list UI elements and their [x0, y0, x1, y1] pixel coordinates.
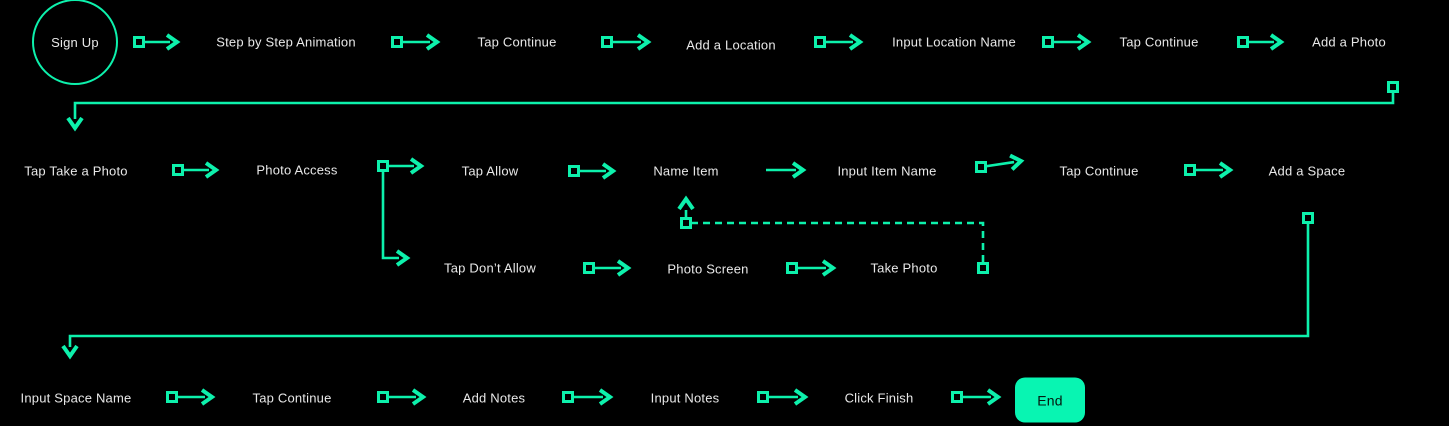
node-input-item-name[interactable]: Input Item Name: [837, 163, 937, 179]
connector-line: [73, 91, 1395, 119]
connector-dot-icon: [951, 391, 963, 403]
arrowhead-icon: [601, 162, 617, 180]
flow-arrow-add-a-location-to-input-location-name: [814, 33, 864, 51]
connector-dot-icon: [814, 36, 826, 48]
arrowhead-icon: [986, 388, 1002, 406]
node-tap-continue-4[interactable]: Tap Continue: [252, 390, 332, 406]
flow-arrow-name-item-to-input-item-name: [766, 161, 807, 179]
node-tap-continue-3[interactable]: Tap Continue: [1059, 163, 1139, 179]
node-photo-access[interactable]: Photo Access: [256, 162, 338, 178]
node-add-a-location[interactable]: Add a Location: [686, 37, 776, 53]
flow-arrow-tap-take-a-photo-to-photo-access: [172, 161, 220, 179]
arrowhead-icon: [425, 33, 441, 51]
flow-arrow-input-location-name-to-tap-continue-2: [1042, 33, 1092, 51]
flow-arrow-input-notes-to-click-finish: [757, 388, 809, 406]
connector-dot-icon: [977, 262, 989, 274]
node-photo-screen[interactable]: Photo Screen: [667, 261, 749, 277]
flow-arrow-add-notes-to-input-notes: [562, 388, 614, 406]
flow-connector-add-a-space-to-input-space-name: [61, 212, 1314, 360]
node-input-location-name[interactable]: Input Location Name: [892, 34, 1016, 50]
arrowhead-icon: [821, 259, 837, 277]
node-add-a-photo[interactable]: Add a Photo: [1312, 34, 1386, 50]
node-input-notes[interactable]: Input Notes: [650, 390, 720, 406]
arrowhead-icon: [1076, 33, 1092, 51]
node-tap-dont-allow[interactable]: Tap Don’t Allow: [444, 260, 536, 276]
flow-arrow-sign-up-to-step-by-step-animation: [133, 33, 181, 51]
flow-connector-take-photo-back-to-name-item: [677, 195, 989, 274]
connector-dot-icon: [133, 36, 145, 48]
connector-dot-icon: [1042, 36, 1054, 48]
flow-arrow-tap-continue-4-to-add-notes: [377, 388, 427, 406]
node-take-photo[interactable]: Take Photo: [870, 260, 938, 276]
arrowhead-icon: [677, 195, 695, 211]
arrowhead-icon: [165, 33, 181, 51]
node-add-notes[interactable]: Add Notes: [462, 390, 526, 406]
connector-dot-icon: [680, 217, 692, 229]
flow-arrow-input-space-name-to-tap-continue-4: [166, 388, 216, 406]
arrowhead-icon: [791, 161, 807, 179]
connector-dot-icon: [601, 36, 613, 48]
flow-arrow-photo-access-to-tap-allow: [377, 157, 425, 175]
arrowhead-icon: [409, 157, 425, 175]
flow-arrow-tap-continue-3-to-add-a-space: [1184, 161, 1234, 179]
node-add-a-space[interactable]: Add a Space: [1268, 163, 1346, 179]
arrowhead-icon: [411, 388, 427, 406]
connector-dot-icon: [757, 391, 769, 403]
connector-dot-icon: [1237, 36, 1249, 48]
node-tap-allow[interactable]: Tap Allow: [461, 163, 519, 179]
arrowhead-icon: [1218, 161, 1234, 179]
connector-dot-icon: [377, 160, 389, 172]
flow-arrow-input-item-name-to-tap-continue-3: [975, 153, 1025, 173]
connector-dot-icon: [172, 164, 184, 176]
node-sign-up[interactable]: Sign Up: [32, 0, 118, 85]
flow-arrow-photo-screen-to-take-photo: [786, 259, 837, 277]
flow-arrow-step-by-step-animation-to-tap-continue-1: [391, 33, 441, 51]
node-step-by-step-animation[interactable]: Step by Step Animation: [216, 34, 356, 50]
node-input-space-name[interactable]: Input Space Name: [20, 390, 132, 406]
flow-connector-photo-access-to-tap-dont-allow: [381, 170, 411, 267]
connector-dot-icon: [391, 36, 403, 48]
node-name-item[interactable]: Name Item: [653, 163, 719, 179]
connector-dot-icon: [377, 391, 389, 403]
arrowhead-icon: [616, 259, 632, 277]
connector-line: [68, 222, 1310, 347]
connector-dot-icon: [568, 165, 580, 177]
connector-dot-icon: [562, 391, 574, 403]
arrowhead-icon: [66, 116, 84, 132]
node-tap-continue-2[interactable]: Tap Continue: [1119, 34, 1199, 50]
arrowhead-icon: [793, 388, 809, 406]
arrowhead-icon: [598, 388, 614, 406]
connector-dot-icon: [583, 262, 595, 274]
flow-arrow-click-finish-to-end: [951, 388, 1002, 406]
connector-dot-icon: [975, 161, 987, 173]
flow-arrow-tap-continue-2-to-add-a-photo: [1237, 33, 1285, 51]
arrowhead-icon: [1269, 33, 1285, 51]
arrowhead-icon: [200, 388, 216, 406]
flow-arrow-tap-allow-to-name-item: [568, 162, 617, 180]
arrowhead-icon: [204, 161, 220, 179]
connector-dot-icon: [786, 262, 798, 274]
connector-dot-icon: [166, 391, 178, 403]
connector-line: [692, 221, 985, 262]
connector-line: [381, 170, 399, 260]
connector-dot-icon: [1302, 212, 1314, 224]
arrowhead-icon: [848, 33, 864, 51]
node-tap-continue-1[interactable]: Tap Continue: [477, 34, 557, 50]
arrowhead-icon: [61, 344, 79, 360]
node-end[interactable]: End: [1015, 377, 1085, 423]
connector-dot-icon: [1184, 164, 1196, 176]
arrowhead-icon: [636, 33, 652, 51]
arrowhead-icon: [395, 249, 411, 267]
flow-connector-add-a-photo-to-tap-take-a-photo: [66, 81, 1399, 132]
connector-dot-icon: [1387, 81, 1399, 93]
node-click-finish[interactable]: Click Finish: [844, 390, 914, 406]
node-tap-take-a-photo[interactable]: Tap Take a Photo: [24, 163, 128, 179]
flow-arrow-tap-continue-1-to-add-a-location: [601, 33, 652, 51]
arrowhead-icon: [1009, 153, 1025, 171]
flow-arrow-tap-dont-allow-to-photo-screen: [583, 259, 632, 277]
